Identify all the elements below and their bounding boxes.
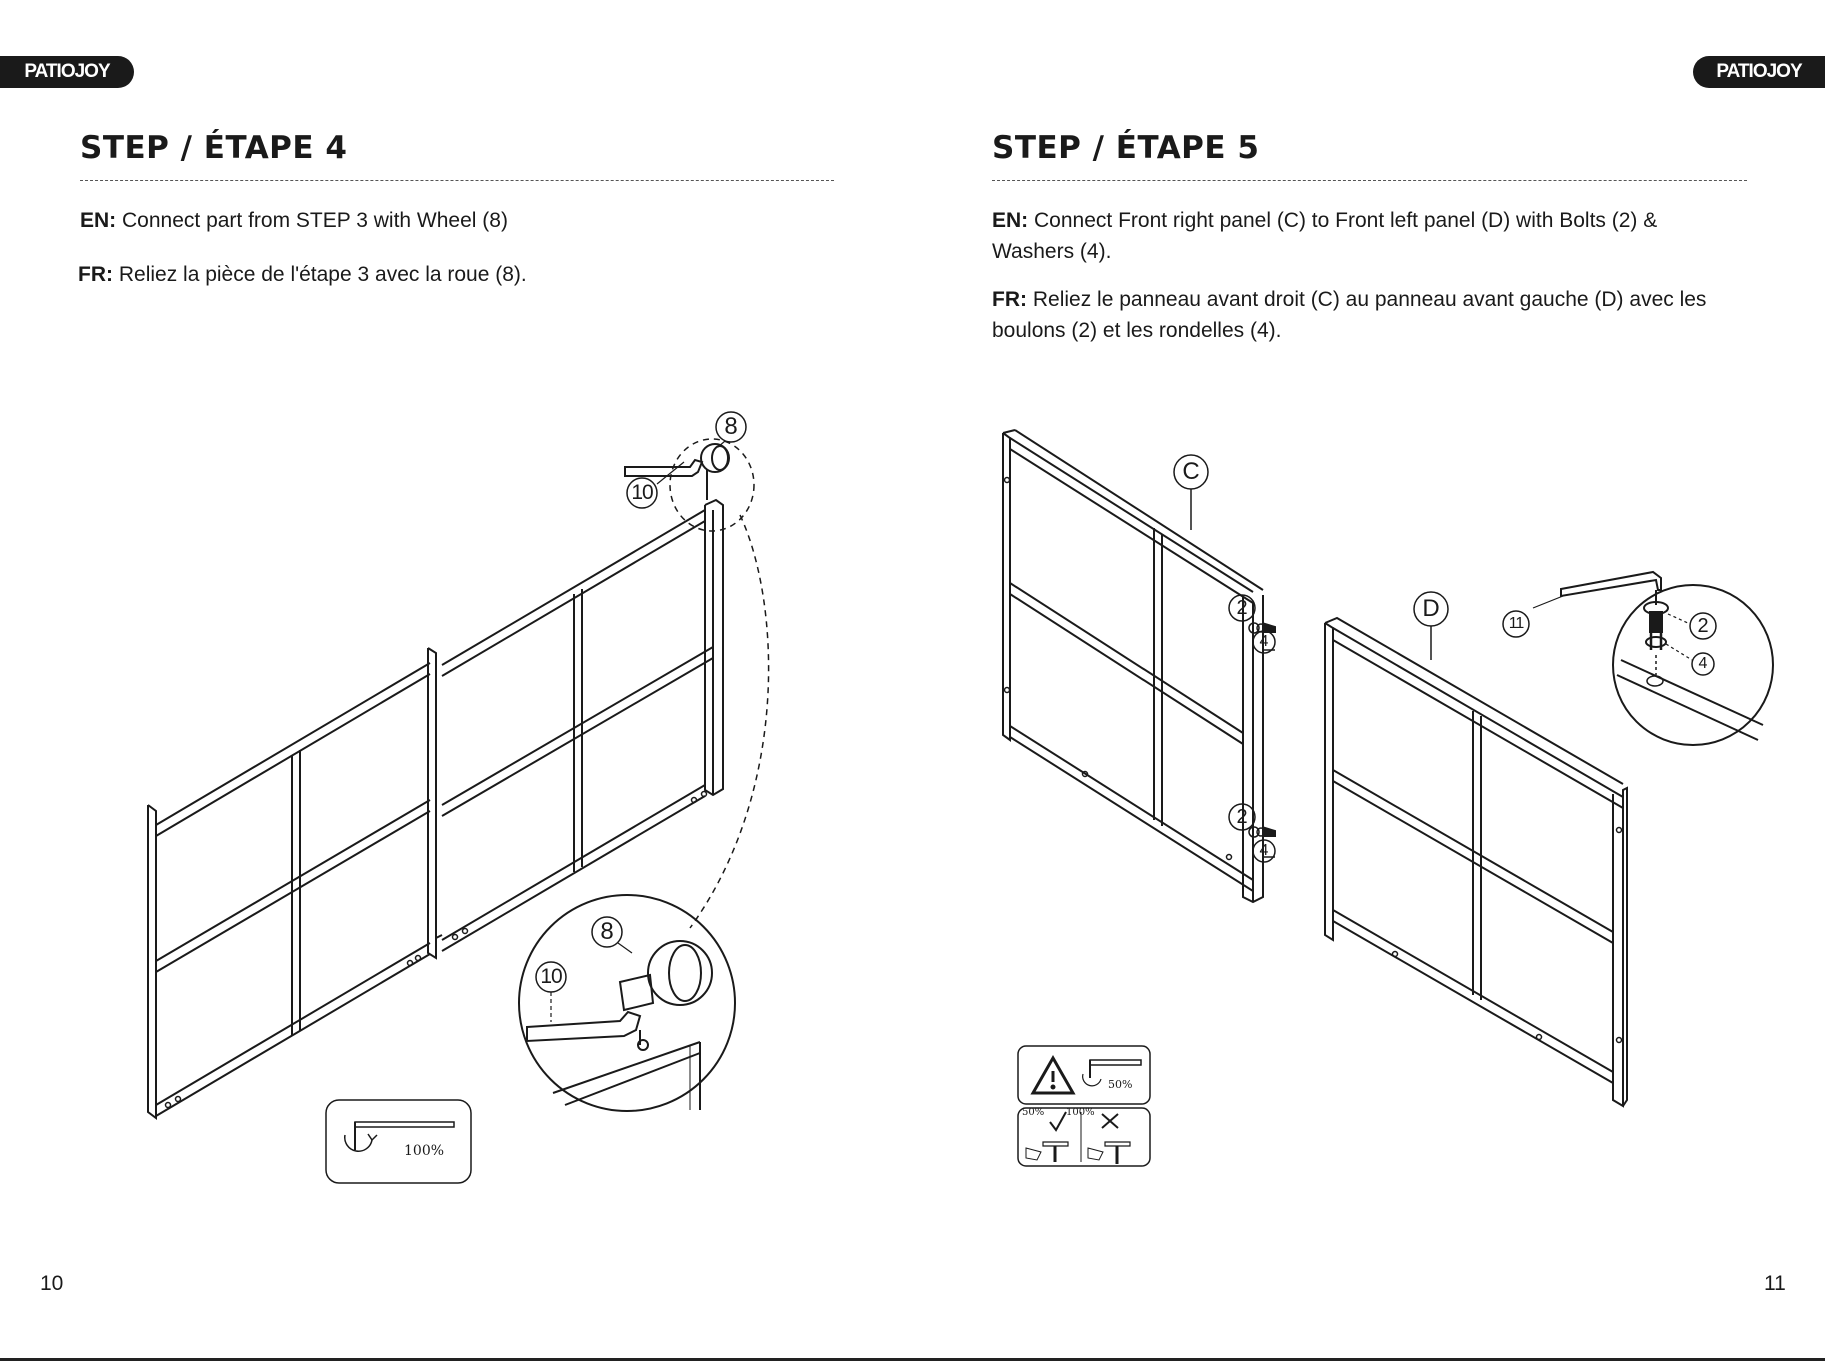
step-5-title: STEP / ÉTAPE 5 [992,130,1260,166]
hex-key-detail [1502,570,1774,746]
brand-logo: PATIOJOY [1693,56,1825,88]
en-label: EN: [992,209,1029,232]
callout-wrench: 10 [631,481,653,504]
bottom-border [0,1358,1825,1361]
fr-text: Reliez la pièce de l'étape 3 avec la rou… [118,263,527,286]
panel-labels [1173,454,1449,660]
page-number: 11 [1764,1272,1786,1295]
page-left: PATIOJOY STEP / ÉTAPE 4 EN: Connect part… [0,0,912,1361]
fr-label: FR: [992,288,1027,311]
detail-callout-wrench: 10 [540,965,562,988]
warning-box [1017,1045,1151,1167]
en-text: Connect part from STEP 3 with Wheel (8) [122,209,508,232]
step-5-en-instruction: EN: Connect Front right panel (C) to Fro… [992,205,1732,267]
fr-label: FR: [78,263,113,286]
detail-callout-wheel: 8 [600,918,614,945]
step-4-title: STEP / ÉTAPE 4 [80,130,348,166]
panel-holes [1003,476,1623,1044]
wheel-detail-view [518,894,736,1112]
title-divider [992,180,1747,181]
callout-wheel: 8 [724,413,738,440]
bolt-washer-upper [1228,594,1276,654]
fr-text: Reliez le panneau avant droit (C) au pan… [992,288,1707,342]
callout-bolt-upper: 2 [1236,597,1248,619]
warning-torque-label: 50% [1108,1078,1133,1091]
panel-d-frame [1324,616,1628,1108]
frame-holes [164,790,708,1109]
page-right: PATIOJOY STEP / ÉTAPE 5 EN: Connect Fron… [913,0,1825,1361]
title-divider [80,180,834,181]
callout-panel-d: D [1422,595,1440,622]
torque-label: 100% [404,1143,445,1159]
brand-logo: PATIOJOY [0,56,134,88]
step-5-fr-instruction: FR: Reliez le panneau avant droit (C) au… [992,284,1732,346]
panel-c-frame [1002,429,1275,904]
callout-hex-key: 11 [1508,615,1525,632]
callout-panel-c: C [1182,458,1200,485]
warning-cross-label: 100% [1066,1107,1095,1118]
page-number: 10 [40,1272,64,1295]
en-text: Connect Front right panel (C) to Front l… [992,209,1658,263]
callout-washer-upper: 4 [1259,633,1269,650]
wheel-assembly-small [624,411,747,509]
right-panel-frame [441,498,724,952]
warning-check-label: 50% [1022,1107,1045,1118]
callout-washer-lower: 4 [1259,842,1269,859]
en-label: EN: [80,209,117,232]
detail-callout-washer: 4 [1698,655,1708,672]
step-4-en-instruction: EN: Connect part from STEP 3 with Wheel … [80,205,860,236]
detail-callout-bolt: 2 [1697,615,1709,637]
torque-box [325,1099,472,1184]
step-4-diagram [147,411,770,1184]
step-5-diagram [1002,429,1774,1167]
callout-bolt-lower: 2 [1236,806,1248,828]
left-panel-frame [147,647,443,1120]
detail-leader-curve [689,514,770,929]
bolt-washer-lower [1228,803,1276,863]
detail-focus-ring [669,438,755,532]
step-4-fr-instruction: FR: Reliez la pièce de l'étape 3 avec la… [78,259,858,290]
